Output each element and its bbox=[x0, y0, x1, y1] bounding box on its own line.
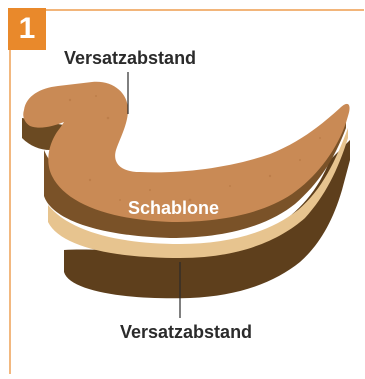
offset-label-bottom: Versatzabstand bbox=[120, 322, 252, 343]
offset-label-top: Versatzabstand bbox=[64, 48, 196, 69]
figure-number-badge: 1 bbox=[8, 8, 46, 50]
template-label: Schablone bbox=[128, 198, 219, 219]
